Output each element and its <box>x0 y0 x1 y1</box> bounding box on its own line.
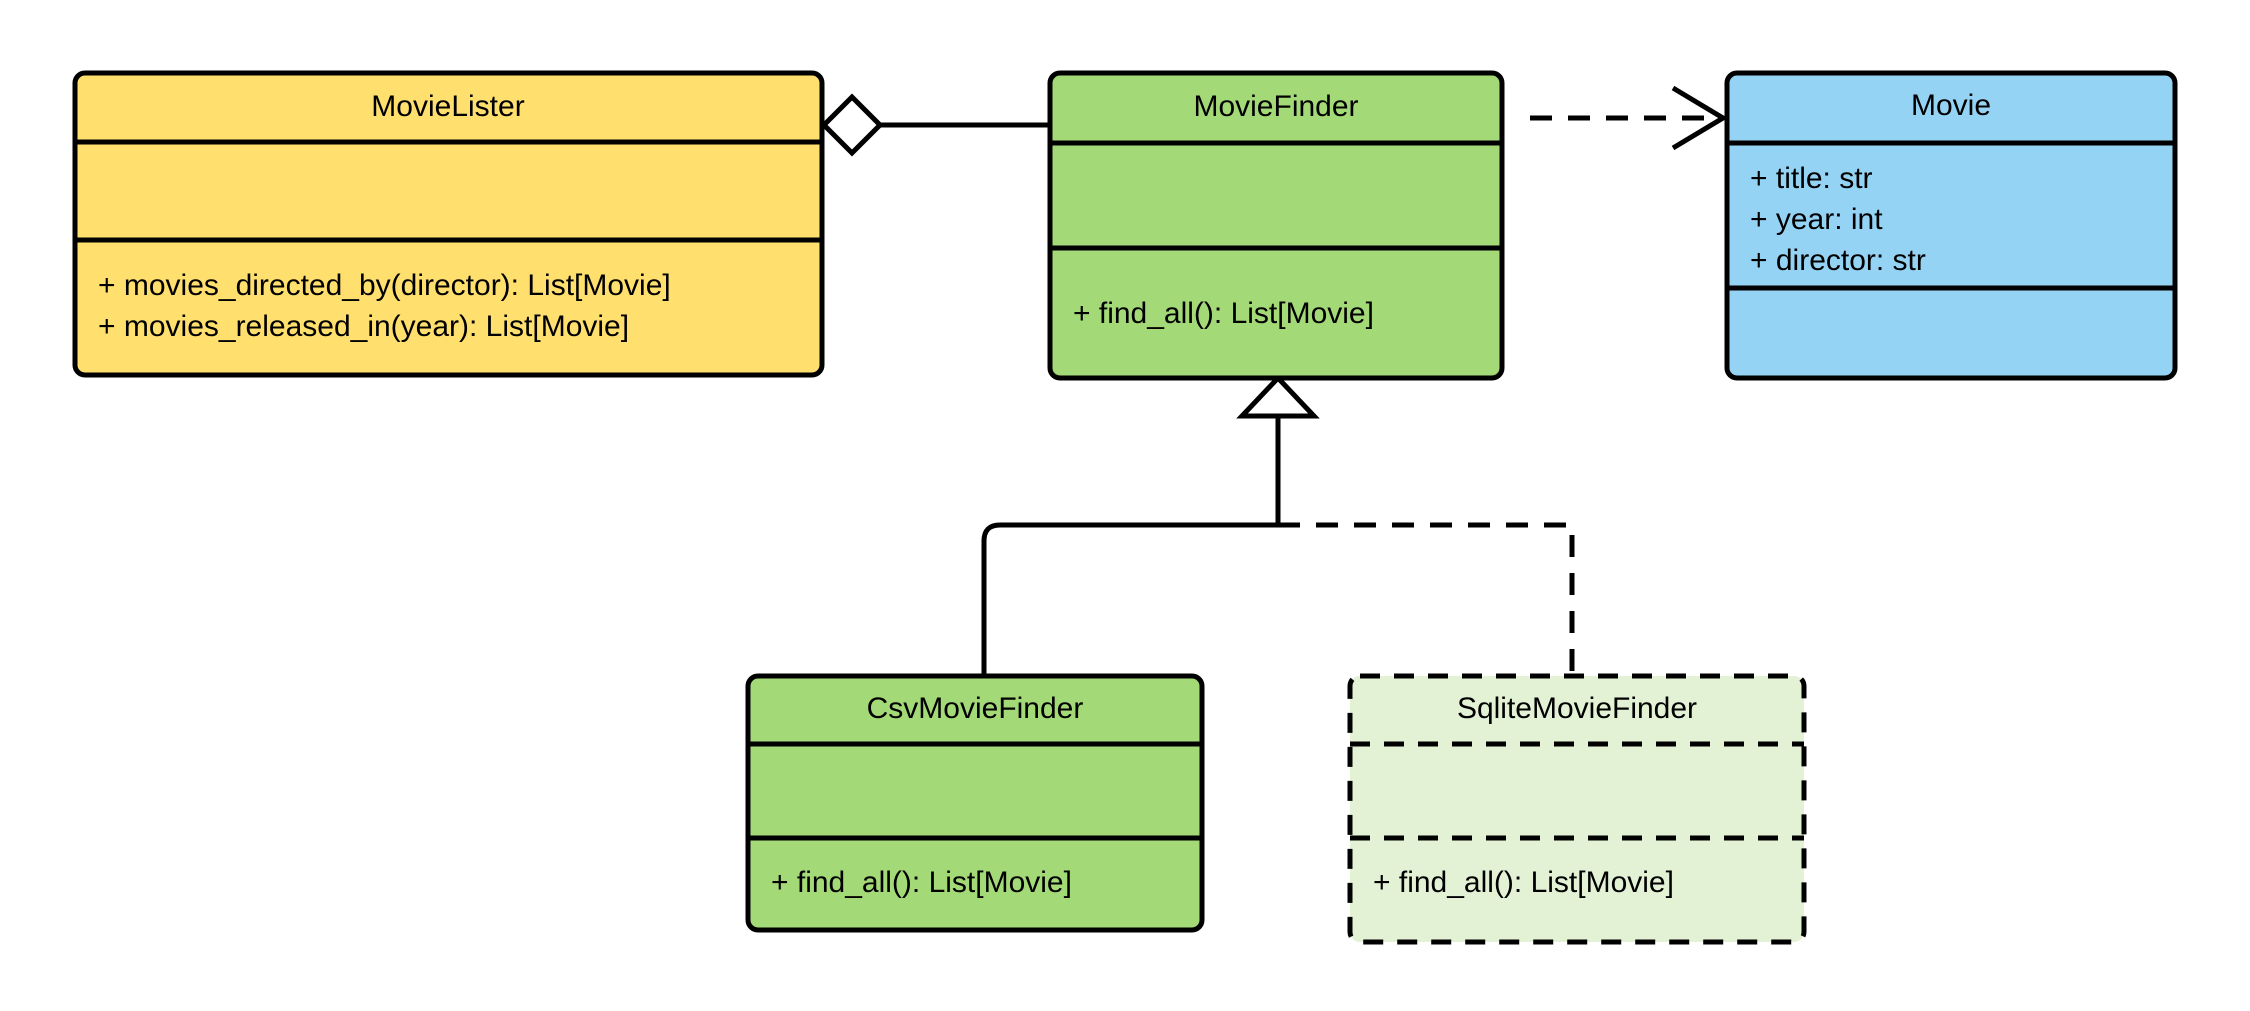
class-attribute-movie-0: + title: str <box>1750 162 1873 195</box>
hollow-triangle-marker <box>1236 374 1320 419</box>
class-box-movie-lister[interactable]: MovieLister + movies_directed_by(directo… <box>72 70 825 378</box>
class-body-movie-lister <box>72 70 825 378</box>
class-title-sqlite-movie-finder: SqliteMovieFinder <box>1457 692 1697 725</box>
class-box-sqlite-movie-finder[interactable]: SqliteMovieFinder + find_all(): List[Mov… <box>1347 673 1807 945</box>
class-attribute-movie-1: + year: int <box>1750 203 1883 236</box>
class-method-movie-finder-0: + find_all(): List[Movie] <box>1073 297 1374 330</box>
class-method-movie-lister-0: + movies_directed_by(director): List[Mov… <box>98 269 671 302</box>
class-title-movie-lister: MovieLister <box>371 90 524 123</box>
class-method-csv-movie-finder-0: + find_all(): List[Movie] <box>771 866 1072 899</box>
edge-aggregation-lister-finder <box>820 93 1050 157</box>
class-method-sqlite-movie-finder-0: + find_all(): List[Movie] <box>1373 866 1674 899</box>
edge-dependency-finder-movie <box>1530 85 1728 151</box>
edge-generalization-sqlite <box>1278 522 1575 676</box>
class-box-csv-movie-finder[interactable]: CsvMovieFinder + find_all(): List[Movie] <box>745 673 1205 933</box>
open-arrow-marker <box>1671 85 1728 151</box>
hollow-diamond-marker <box>820 93 884 157</box>
class-title-movie-finder: MovieFinder <box>1193 90 1358 123</box>
class-box-movie[interactable]: Movie + title: str + year: int + directo… <box>1724 70 2178 381</box>
class-box-movie-finder[interactable]: MovieFinder + find_all(): List[Movie] <box>1047 70 1505 381</box>
class-method-movie-lister-1: + movies_released_in(year): List[Movie] <box>98 310 629 343</box>
class-title-csv-movie-finder: CsvMovieFinder <box>867 692 1084 725</box>
class-body-movie-finder <box>1047 70 1505 381</box>
class-attribute-movie-2: + director: str <box>1750 244 1926 277</box>
edge-generalization-csv <box>981 522 1278 676</box>
edge-generalization-stem <box>1236 374 1320 525</box>
class-body-movie <box>1724 70 2178 381</box>
class-title-movie: Movie <box>1911 89 1991 122</box>
class-body-csv-movie-finder <box>745 673 1205 933</box>
